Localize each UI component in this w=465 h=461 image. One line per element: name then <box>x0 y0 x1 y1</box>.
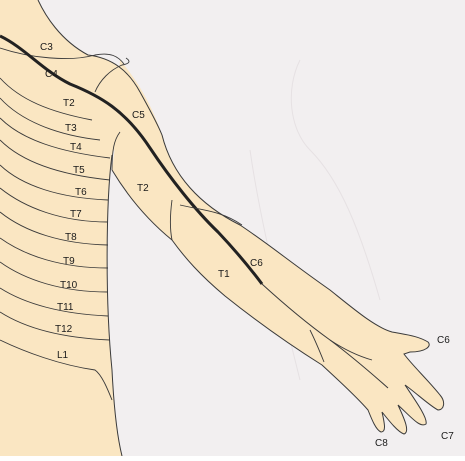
label-c6-hand: C6 <box>437 335 450 346</box>
label-t5: T5 <box>73 165 85 176</box>
label-c4: C4 <box>45 69 58 80</box>
label-t3: T3 <box>65 123 77 134</box>
label-l1: L1 <box>57 350 69 361</box>
label-t2-arm: T2 <box>137 183 149 194</box>
label-t4: T4 <box>70 142 82 153</box>
label-t1: T1 <box>218 269 230 280</box>
label-t8: T8 <box>65 232 77 243</box>
label-t12: T12 <box>55 324 73 335</box>
label-c7: C7 <box>441 431 454 442</box>
label-c5: C5 <box>132 110 145 121</box>
label-t9: T9 <box>63 256 75 267</box>
label-t6: T6 <box>75 187 87 198</box>
label-t11: T11 <box>57 302 74 313</box>
label-t7: T7 <box>70 209 82 220</box>
label-c6-forearm: C6 <box>250 258 263 269</box>
label-c8: C8 <box>375 438 388 449</box>
label-t2-chest: T2 <box>63 98 75 109</box>
label-c3: C3 <box>40 42 53 53</box>
label-t10: T10 <box>60 280 78 291</box>
